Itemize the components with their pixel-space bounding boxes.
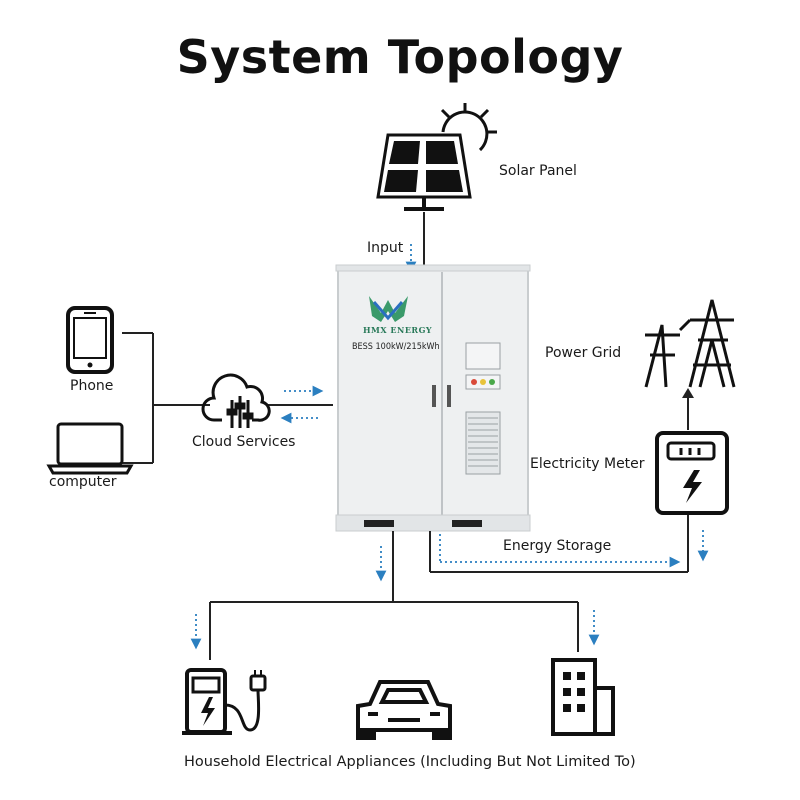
bess-cabinet-icon — [335, 264, 531, 532]
solar-panel-icon — [376, 133, 472, 211]
electricity-meter-icon — [655, 431, 729, 515]
cloud-services-label: Cloud Services — [192, 434, 296, 450]
left-connector-lines — [122, 332, 333, 464]
cloud-icon — [201, 373, 271, 428]
sun-icon — [440, 103, 497, 152]
household-appliances-label: Household Electrical Appliances (Includi… — [184, 754, 636, 770]
page-title: System Topology — [176, 30, 624, 84]
cabinet-brand: HMX ENERGY — [363, 325, 433, 335]
phone-label: Phone — [70, 378, 114, 394]
input-label: Input — [367, 240, 404, 256]
grid-connector-lines — [429, 515, 689, 573]
computer-label: computer — [49, 474, 117, 490]
electricity-meter-label: Electricity Meter — [530, 456, 645, 472]
laptop-icon — [46, 422, 134, 475]
energy-storage-label: Energy Storage — [503, 538, 612, 554]
solar-panel-label: Solar Panel — [499, 163, 577, 179]
building-icon — [551, 658, 615, 736]
power-grid-label: Power Grid — [545, 345, 622, 361]
power-tower-icon — [644, 299, 736, 388]
car-icon — [356, 680, 452, 740]
cabinet-model: BESS 100kW/215kWh — [352, 342, 440, 352]
phone-icon — [66, 306, 114, 374]
household-connector-lines — [209, 531, 579, 660]
ev-charger-icon — [182, 668, 267, 735]
